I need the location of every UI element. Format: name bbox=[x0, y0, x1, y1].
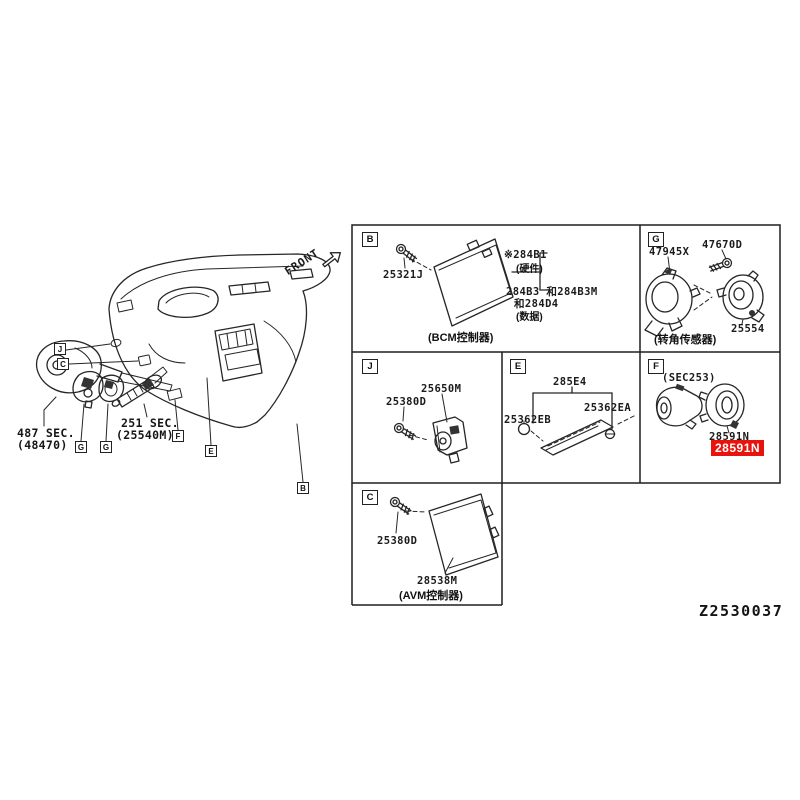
cell-f-letter: F bbox=[648, 359, 664, 374]
sec-487-line1: 487 SEC. bbox=[17, 426, 75, 440]
part-25650M: 25650M bbox=[421, 383, 462, 395]
caption-bcm: (BCM控制器) bbox=[428, 332, 494, 344]
cell-c-sketch bbox=[388, 493, 500, 576]
callout-g2: G bbox=[100, 441, 112, 453]
cell-b-sketch bbox=[394, 238, 548, 327]
callout-e: E bbox=[205, 445, 217, 457]
part-25380D-c: 25380D bbox=[377, 535, 418, 547]
callout-g1: G bbox=[75, 441, 87, 453]
sec-251-line1: 251 SEC. bbox=[121, 416, 179, 430]
cell-c-letter: C bbox=[362, 490, 378, 505]
part-284B1: ※284B1 bbox=[504, 249, 547, 261]
part-25321J: 25321J bbox=[383, 269, 424, 281]
cell-f-sketch bbox=[655, 383, 745, 434]
cell-j-letter: J bbox=[362, 359, 378, 374]
callout-j: J bbox=[54, 343, 66, 355]
cell-e-letter: E bbox=[510, 359, 526, 374]
cell-j-sketch bbox=[392, 393, 468, 464]
part-47670D: 47670D bbox=[702, 239, 743, 251]
sec-251-line2: (25540M) bbox=[116, 428, 174, 442]
part-25554: 25554 bbox=[731, 323, 765, 335]
callout-f: F bbox=[172, 430, 184, 442]
cell-e-sketch bbox=[517, 386, 637, 456]
note-hardware: (硬件) bbox=[516, 264, 543, 275]
callout-c: C bbox=[57, 358, 69, 370]
part-25362EB: 25362EB bbox=[504, 414, 552, 426]
sec-251-label: 251 SEC. (25540M) bbox=[116, 417, 179, 441]
part-25362EA: 25362EA bbox=[584, 402, 632, 414]
part-47945X: 47945X bbox=[649, 246, 690, 258]
callout-leader-lines bbox=[43, 338, 304, 483]
dashboard-outline bbox=[108, 253, 331, 429]
cell-g-sketch bbox=[644, 249, 765, 337]
section-sec253: (SEC253) bbox=[662, 372, 716, 384]
part-28538M: 28538M bbox=[417, 575, 458, 587]
note-data: (数据) bbox=[516, 312, 543, 323]
detail-grid-lines bbox=[351, 224, 781, 606]
part-28591N-highlight: 28591N bbox=[711, 440, 765, 456]
cell-b-letter: B bbox=[362, 232, 378, 247]
callout-b: B bbox=[297, 482, 309, 494]
part-284B3: 284B3 和284B3M bbox=[506, 286, 598, 298]
sec-487-label: 487 SEC. (48470) bbox=[17, 427, 75, 451]
front-arrow-icon bbox=[322, 251, 341, 268]
sec-487-line2: (48470) bbox=[17, 438, 68, 452]
doc-code: Z2530037 bbox=[699, 602, 784, 620]
part-285E4: 285E4 bbox=[553, 376, 587, 388]
cell-g-letter: G bbox=[648, 232, 664, 247]
caption-avm: (AVM控制器) bbox=[399, 590, 463, 602]
part-25380D-j: 25380D bbox=[386, 396, 427, 408]
caption-angle-sensor: (转角传感器) bbox=[654, 334, 717, 346]
part-284D4: 和284D4 bbox=[514, 298, 559, 310]
